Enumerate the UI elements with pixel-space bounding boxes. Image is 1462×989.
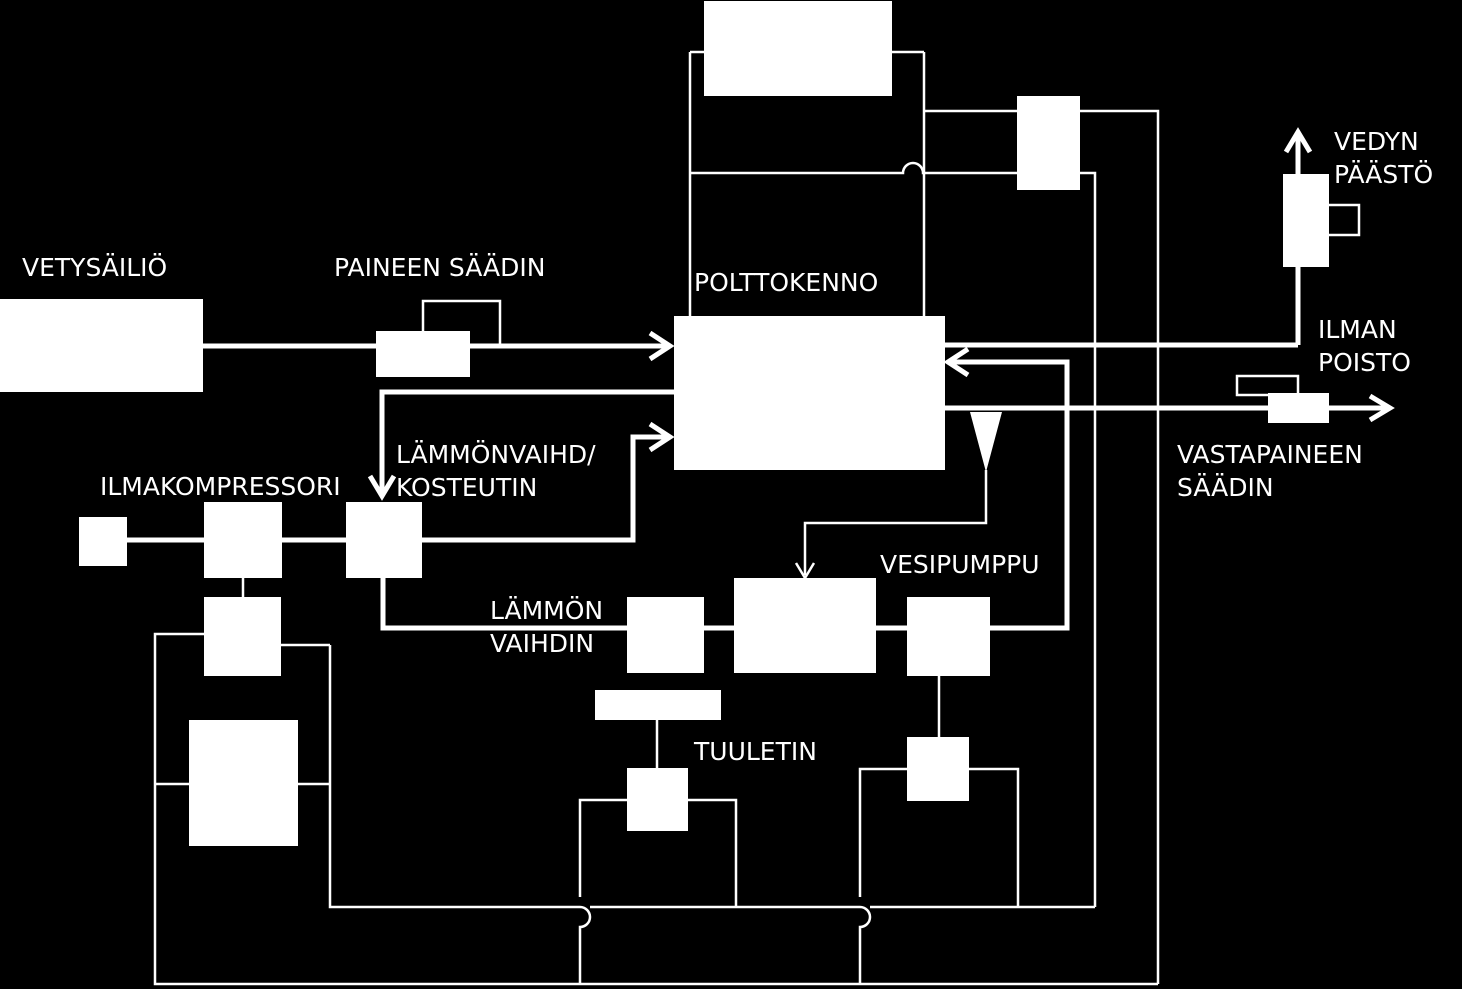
- label-lammonvaihd-kosteutin: LÄMMÖNVAIHD/KOSTEUTIN: [396, 440, 596, 502]
- humidifier-block: [346, 502, 422, 578]
- power-electronics-block: [704, 1, 892, 96]
- wire-outer-right: [924, 109, 1160, 984]
- label-vesipumppu: VESIPUMPPU: [880, 550, 1040, 579]
- pressure-regulator-block: [376, 331, 470, 377]
- coolant-return-arrowhead: [943, 346, 970, 378]
- coolant-loop-line: [380, 359, 1070, 631]
- radiator-block: [595, 690, 721, 720]
- label-polttokenno: POLTTOKENNO: [694, 268, 879, 297]
- fan-block: [627, 768, 688, 831]
- wire-fan-right: [688, 798, 738, 907]
- hydrogen-purge-valve-block: [1283, 174, 1329, 267]
- water-separator-funnel: [970, 412, 1002, 472]
- water-tank-block: [734, 578, 876, 673]
- humidifier-return-arrowhead: [367, 474, 397, 501]
- air-exhaust-arrowhead: [1368, 393, 1395, 423]
- back-pressure-regulator-block: [1268, 393, 1329, 423]
- compressor-motor-block: [189, 720, 298, 846]
- heat-exchanger-block: [627, 597, 704, 673]
- water-pump-block: [907, 597, 990, 676]
- label-paineen-saadin: PAINEEN SÄÄDIN: [334, 253, 546, 282]
- hydrogen-feed-arrowhead: [648, 330, 675, 362]
- wire-bottom-outer: [153, 632, 1158, 986]
- label-tuuletin: TUULETIN: [694, 737, 817, 766]
- flow-lines: [127, 127, 1395, 631]
- water-return-line: [803, 470, 988, 575]
- hydrogen-purge-arrowhead: [1283, 127, 1313, 154]
- wire-pump-driver-right: [969, 767, 1020, 907]
- air-compressor-block: [204, 502, 282, 578]
- fuel-cell-stack-block: [674, 316, 945, 470]
- label-vetysailio: VETYSÄILIÖ: [22, 253, 168, 282]
- wiring-lines: [153, 50, 1361, 986]
- label-ilmakompressori: ILMAKOMPRESSORI: [100, 472, 341, 501]
- back-pressure-pilot-line: [1235, 374, 1300, 397]
- humidified-air-line: [422, 434, 670, 543]
- humidified-air-arrowhead: [648, 421, 675, 453]
- hydrogen-tank-block: [0, 299, 203, 392]
- wire-fan-left: [578, 798, 627, 897]
- compressor-driver-block: [204, 597, 281, 676]
- wire-bottom-inner: [328, 645, 592, 984]
- wire-crossover-lower: [858, 905, 872, 984]
- humidifier-return-line: [379, 389, 674, 495]
- pump-driver-block: [907, 737, 969, 801]
- controller-block: [1017, 96, 1080, 190]
- wire-crossover-upper: [690, 161, 1097, 907]
- purge-valve-pilot-line: [1329, 203, 1361, 237]
- wire-pump-driver-left: [858, 767, 907, 897]
- air-filter-block: [79, 517, 127, 566]
- pressure-regulator-pilot-line: [421, 299, 502, 346]
